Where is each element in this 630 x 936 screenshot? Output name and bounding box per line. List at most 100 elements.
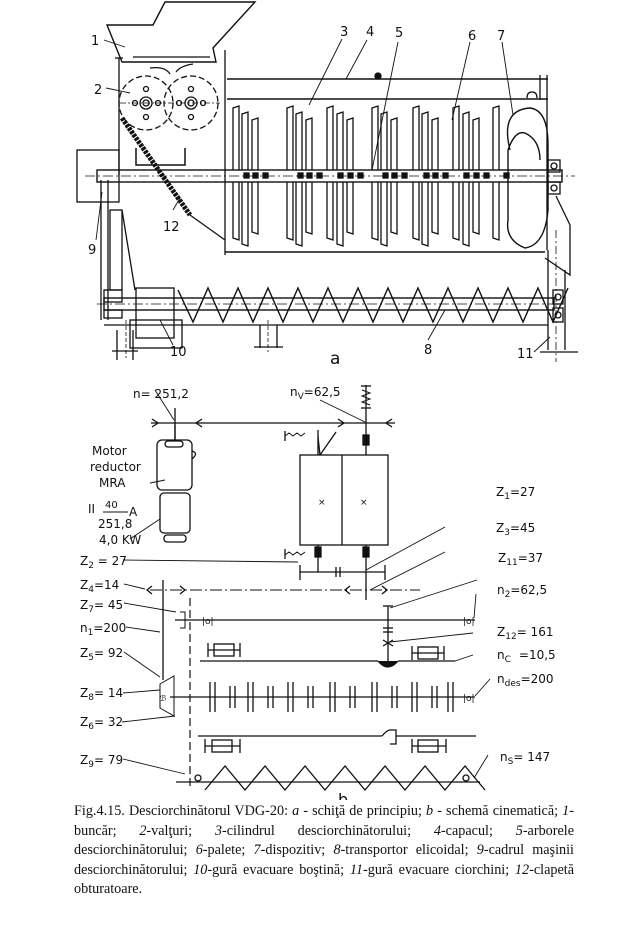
caption-item: 9-cadrul maşinii desciorchinătorului; <box>74 842 574 878</box>
caption-item-text: -gură evacuare boştină; <box>207 861 350 878</box>
paddle-marks <box>209 682 454 712</box>
conveyor-screw-flight <box>204 764 486 792</box>
paddle <box>462 182 470 247</box>
shaft-hub <box>423 172 430 179</box>
caption-item: 7-dispozitiv; <box>254 842 334 858</box>
paddle <box>232 182 240 241</box>
shaft-hub <box>297 172 304 179</box>
caption-item-number: 6 <box>195 842 203 858</box>
label-z8: Z8= 14 <box>80 686 123 703</box>
label-n2: n2=62,5 <box>497 583 547 600</box>
motor-frac-prefix: II <box>88 502 95 516</box>
callout-7: 7 <box>497 29 505 44</box>
svg-text:|o|: |o| <box>463 694 475 704</box>
label-z3: Z3=45 <box>496 521 535 538</box>
paddle <box>336 182 344 247</box>
caption-item: 10-gură evacuare boştină; <box>193 862 350 878</box>
flap-plate <box>119 116 193 217</box>
paddle <box>251 117 259 170</box>
frame-left-bracket <box>76 149 120 203</box>
paddle <box>371 105 379 170</box>
paddle <box>472 182 480 235</box>
paddle <box>241 111 249 170</box>
callout-1: 1 <box>91 34 99 49</box>
paddle <box>295 182 303 247</box>
paddle <box>295 111 303 170</box>
shaft-hub <box>382 172 389 179</box>
label-ndes: ndes=200 <box>497 672 554 689</box>
label-z7: Z7= 45 <box>80 598 123 615</box>
caption-item: 11-gură evacuare ciorchini; <box>350 862 515 878</box>
motor-reductor <box>156 425 197 543</box>
shaft-hub <box>252 172 259 179</box>
svg-text:×: × <box>360 498 368 508</box>
caption-b-key: b <box>426 803 434 819</box>
paddle <box>241 182 249 247</box>
svg-text:|o|: |o| <box>463 617 475 627</box>
paddle <box>452 182 460 241</box>
caption-item-number: 9 <box>476 842 484 858</box>
principle-sketch-labels: 1 2 3 4 5 6 7 8 9 10 11 12 a <box>88 25 534 369</box>
label-z1: Z1=27 <box>496 485 535 502</box>
shaft-hub <box>463 172 470 179</box>
paddle <box>380 182 388 247</box>
caption-item-number: 3 <box>214 822 223 839</box>
label-z11: Z11=37 <box>498 551 543 568</box>
label-z9: Z9= 79 <box>80 753 123 770</box>
motor-frac-den: 251,8 <box>98 517 132 531</box>
label-ns: nS= 147 <box>500 750 550 767</box>
caption-item-text: -gură evacuare ciorchini; <box>363 861 515 878</box>
roller-gearbox <box>299 454 389 546</box>
shaft-hub <box>357 172 364 179</box>
label-z2: Z2 = 27 <box>80 554 127 571</box>
paddle <box>326 105 334 170</box>
shaft-hub <box>442 172 449 179</box>
caption-item-number: 4 <box>433 822 441 839</box>
label-n1: n1=200 <box>80 621 126 638</box>
part-a-label: a <box>330 349 340 369</box>
paddle <box>452 105 460 170</box>
caption-item-number: 12 <box>514 861 530 878</box>
paddle <box>412 105 420 170</box>
paddle <box>421 111 429 170</box>
shaft-hub <box>391 172 398 179</box>
part-b-label: b <box>338 790 348 800</box>
callout-4: 4 <box>366 25 374 40</box>
caption-item-text: -arborele desciorchinătorului; <box>74 822 575 859</box>
paddle <box>305 117 313 170</box>
paddle <box>232 105 240 170</box>
caption-item-number: 2 <box>139 822 147 839</box>
paddle <box>472 117 480 170</box>
paddle <box>326 182 334 241</box>
hopper <box>105 1 257 63</box>
caption-item-number: 1 <box>562 803 570 819</box>
caption-item-number: 8 <box>333 842 341 858</box>
shaft-hub <box>503 172 510 179</box>
callout-6: 6 <box>468 29 476 44</box>
principle-sketch <box>76 1 578 362</box>
caption-item-text: -buncăr; <box>74 803 574 839</box>
discharge-device <box>506 107 549 249</box>
figure-caption: Fig.4.15. Desciorchinătorul VDG-20: a - … <box>74 802 574 900</box>
caption-item-text: -clapetă obturatoare. <box>74 861 574 898</box>
paddle <box>346 117 354 170</box>
bearing-block-left <box>207 643 241 657</box>
caption-item-number: 10 <box>193 861 208 878</box>
caption-legend: 1-buncăr; 2-valţuri; 3-cilindrul descior… <box>74 803 574 897</box>
bearing-block-bottom-right <box>411 739 447 753</box>
label-z4: Z4=14 <box>80 578 119 595</box>
callout-11: 11 <box>517 347 534 362</box>
caption-item: 2-valţuri; <box>139 823 215 839</box>
paddle <box>346 182 354 235</box>
motor-frac-suffix: A <box>129 505 138 519</box>
caption-item-text: -dispozitiv; <box>260 842 334 858</box>
caption-item-number: 5 <box>515 822 523 839</box>
caption-item: 12-clapetă obturatoare. <box>74 862 574 898</box>
bearing-block-right <box>411 646 445 660</box>
label-z12: Z12= 161 <box>497 625 553 642</box>
paddle <box>371 182 379 241</box>
motor-line-2: reductor <box>90 460 141 474</box>
callout-12: 12 <box>163 220 180 235</box>
paddle <box>431 182 439 235</box>
caption-item-text: -transportor elicoidal; <box>340 842 477 858</box>
